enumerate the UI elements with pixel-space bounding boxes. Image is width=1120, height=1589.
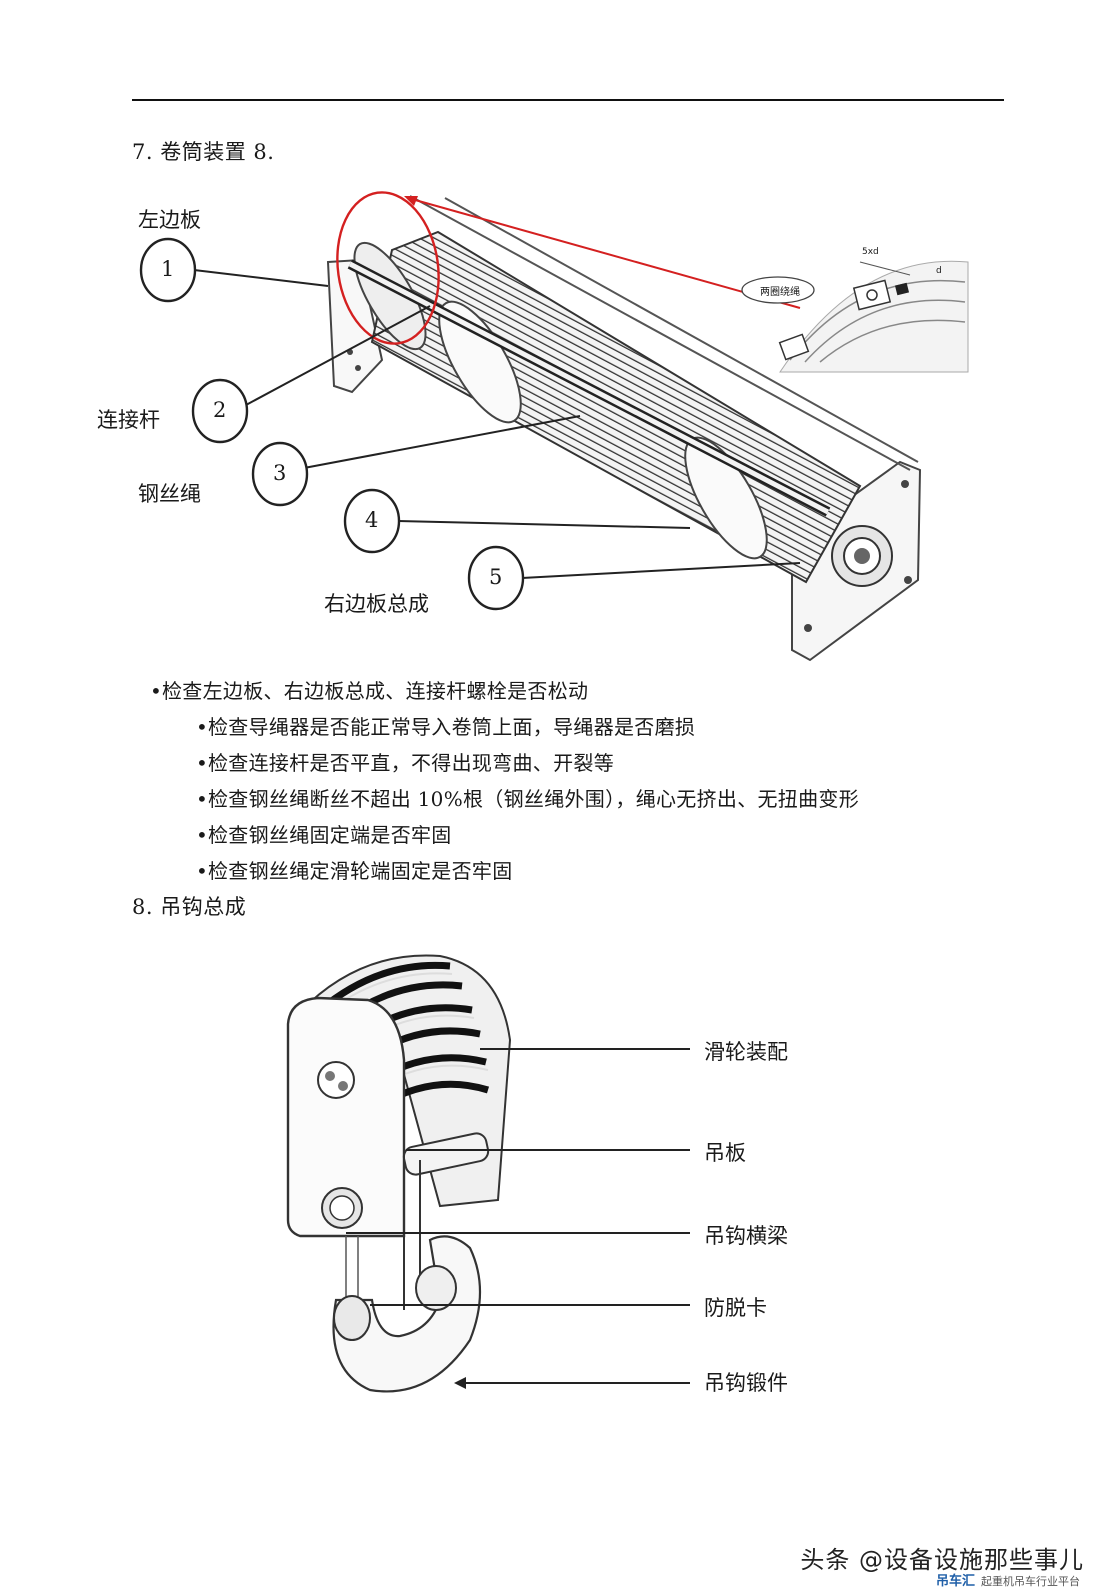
label-right-plate-assembly: 右边板总成 bbox=[324, 592, 429, 616]
highlight-arrow bbox=[407, 197, 801, 309]
callout-1: 1 bbox=[161, 257, 175, 281]
highlight-ellipse bbox=[336, 191, 440, 345]
inset-detail bbox=[741, 260, 969, 373]
section-8-heading: 8. 吊钩总成 bbox=[132, 895, 247, 919]
label-wire-rope: 钢丝绳 bbox=[138, 482, 201, 506]
check-item: •检查钢丝绳固定端是否牢固 bbox=[196, 823, 452, 847]
label-hook-crossbeam: 吊钩横梁 bbox=[704, 1224, 788, 1248]
callout-5: 5 bbox=[489, 565, 503, 589]
inset-dim-b: d bbox=[936, 266, 942, 276]
callout-2: 2 bbox=[213, 398, 227, 422]
check-item: •检查导绳器是否能正常导入卷筒上面，导绳器是否磨损 bbox=[196, 715, 696, 739]
callout-4: 4 bbox=[365, 508, 379, 532]
check-item: •检查钢丝绳断丝不超出 10%根（钢丝绳外围），绳心无挤出、无扭曲变形 bbox=[196, 787, 860, 811]
callout-3: 3 bbox=[273, 461, 287, 485]
section-7-heading: 7. 卷筒装置 8. bbox=[132, 140, 275, 164]
label-hanger-plate: 吊板 bbox=[704, 1141, 746, 1165]
watermark-text: 头条 @设备设施那些事儿 bbox=[800, 1546, 1084, 1574]
header-rule bbox=[132, 99, 1004, 101]
inset-label: 两圈绕绳 bbox=[760, 287, 800, 298]
label-safety-latch: 防脱卡 bbox=[704, 1296, 767, 1320]
label-connecting-rod: 连接杆 bbox=[97, 408, 160, 432]
check-item: •检查连接杆是否平直，不得出现弯曲、开裂等 bbox=[196, 751, 614, 775]
label-sheave-assembly: 滑轮装配 bbox=[704, 1040, 788, 1064]
watermark-logo: 吊车汇起重机吊车行业平台 bbox=[935, 1574, 1080, 1589]
label-hook-forging: 吊钩锻件 bbox=[704, 1371, 788, 1395]
check-item: •检查左边板、右边板总成、连接杆螺栓是否松动 bbox=[150, 679, 589, 703]
label-left-plate: 左边板 bbox=[138, 208, 201, 232]
check-item: •检查钢丝绳定滑轮端固定是否牢固 bbox=[196, 859, 513, 883]
inset-dim-a: 5xd bbox=[862, 247, 879, 257]
